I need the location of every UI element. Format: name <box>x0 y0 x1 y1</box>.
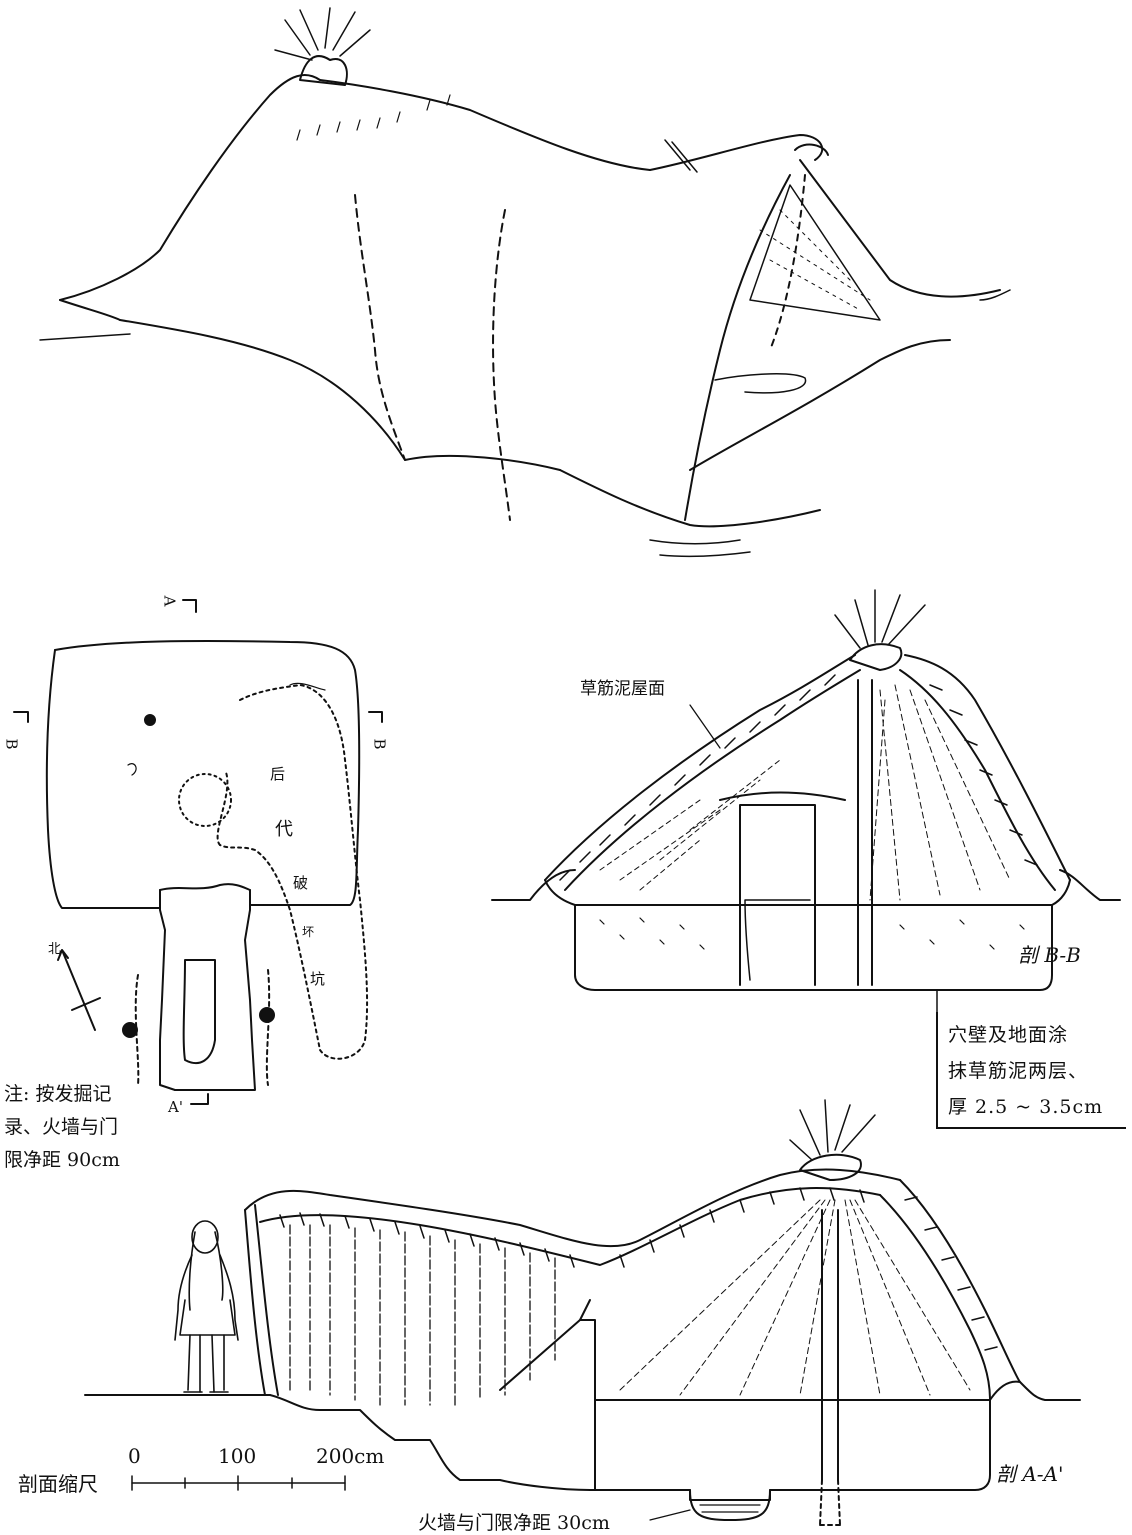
wall-note-box: 穴壁及地面涂 抹草筋泥两层、 厚 2.5 ~ 3.5cm <box>936 1012 1126 1129</box>
section-bb-label: 剖 B-B <box>1018 943 1081 967</box>
plan-view <box>13 599 383 1105</box>
wall-note-line-3: 厚 2.5 ~ 3.5cm <box>948 1096 1104 1118</box>
later-pit-char-2: 代 <box>275 819 293 840</box>
plan-note: 注: 按发掘记 录、火墙与门 限净距 90cm <box>4 1078 120 1177</box>
roof-label: 草筋泥屋面 <box>580 679 665 699</box>
later-pit-char-5: 坑 <box>310 970 326 988</box>
fire-wall-note: 火墙与门限净距 30cm <box>418 1512 610 1534</box>
scale-title: 剖面缩尺 <box>18 1472 98 1496</box>
scale-bar <box>131 1475 346 1491</box>
plan-marker-b-left: B <box>2 738 21 750</box>
wall-note-line-2: 抹草筋泥两层、 <box>948 1060 1089 1082</box>
later-pit-char-4: 坏 <box>302 925 315 939</box>
plan-note-line-3: 限净距 90cm <box>4 1149 120 1171</box>
section-aa-label: 剖 A-A' <box>996 1462 1064 1486</box>
scale-tick-200: 200cm <box>316 1444 385 1468</box>
plan-marker-b-right: B <box>370 738 389 750</box>
later-pit-char-3: 破 <box>293 874 309 892</box>
section-bb-drawing <box>491 589 1121 1013</box>
plan-note-line-1: 注: 按发掘记 <box>4 1083 112 1105</box>
plan-note-line-2: 录、火墙与门 <box>4 1116 119 1138</box>
later-pit-char-1: 后 <box>270 765 286 783</box>
human-figure <box>174 1220 239 1393</box>
perspective-view <box>39 7 1011 558</box>
scale-tick-0: 0 <box>128 1444 141 1468</box>
plan-marker-a-top: A <box>160 595 179 607</box>
scale-tick-100: 100 <box>218 1444 257 1468</box>
wall-note-line-1: 穴壁及地面涂 <box>948 1024 1069 1046</box>
plan-marker-a-bottom: A' <box>168 1098 183 1116</box>
north-label: 北 <box>48 942 62 957</box>
section-aa-drawing <box>84 1099 1081 1526</box>
